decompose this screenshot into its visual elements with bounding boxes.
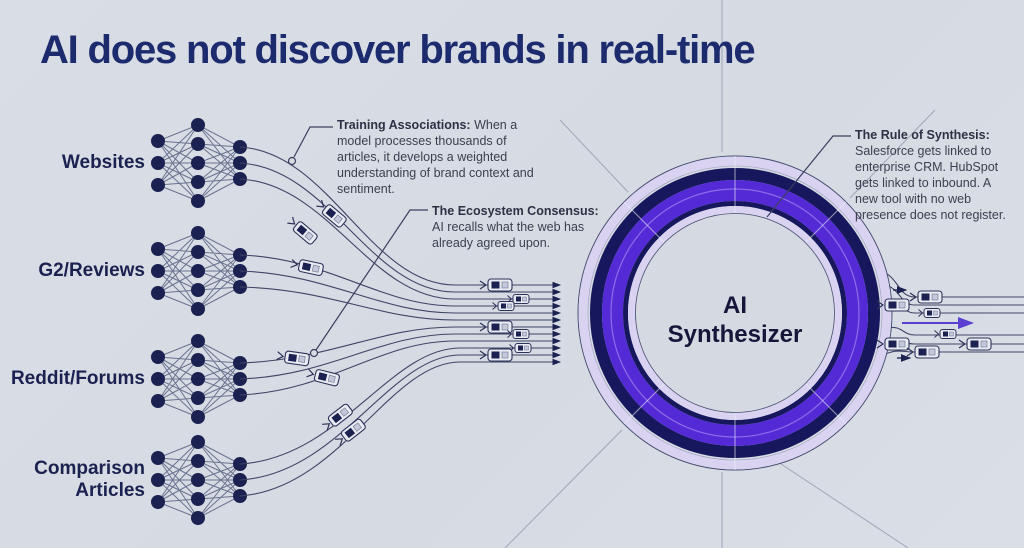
source-label-websites: Websites [61, 152, 145, 173]
annotation-heading: Training Associations: [337, 118, 471, 132]
annotation-body: AI recalls what the web has already agre… [432, 220, 585, 250]
neural-network-icon [150, 333, 248, 425]
annotation-body: Salesforce gets linked to enterprise CRM… [855, 144, 1006, 222]
data-packet-icon [275, 349, 311, 367]
ai-synthesizer-line2: Synthesizer [667, 320, 803, 348]
background-spokes [504, 0, 936, 548]
ai-synthesizer-ring [577, 155, 893, 471]
ai-synthesizer-line1: AI [723, 292, 747, 319]
data-packet-icon [305, 366, 341, 388]
source-label-reddit-forums: Reddit/Forums [10, 368, 145, 389]
page-title: AI does not discover brands in real-time [40, 28, 756, 72]
leader-lines [293, 126, 851, 351]
neural-network-icon [150, 434, 248, 526]
leader-dot-icon [287, 156, 297, 166]
data-packet-icon [289, 256, 325, 277]
data-packet-icon [285, 214, 319, 246]
annotation-heading: The Rule of Synthesis: [855, 128, 990, 142]
annotation-rule-of-synthesis: The Rule of Synthesis: Salesforce gets l… [855, 127, 1007, 223]
data-packet-icon [934, 329, 957, 339]
data-packet-icon [314, 197, 348, 229]
flow-lines [239, 146, 562, 497]
annotation-heading: The Ecosystem Consensus: [432, 204, 599, 218]
neural-network-icon [150, 225, 248, 317]
source-label-comparison-articles: Comparison Articles [34, 458, 145, 501]
ai-synthesizer-label: AI Synthesizer [635, 292, 835, 350]
annotation-body: When a model processes thousands of arti… [337, 118, 534, 196]
annotation-training-associations: Training Associations: When a model proc… [337, 117, 552, 197]
source-label-g2-reviews: G2/Reviews [38, 260, 145, 281]
neural-network-icon [150, 117, 248, 209]
leader-dot-icon [309, 348, 319, 358]
annotation-ecosystem-consensus: The Ecosystem Consensus: AI recalls what… [432, 203, 610, 251]
